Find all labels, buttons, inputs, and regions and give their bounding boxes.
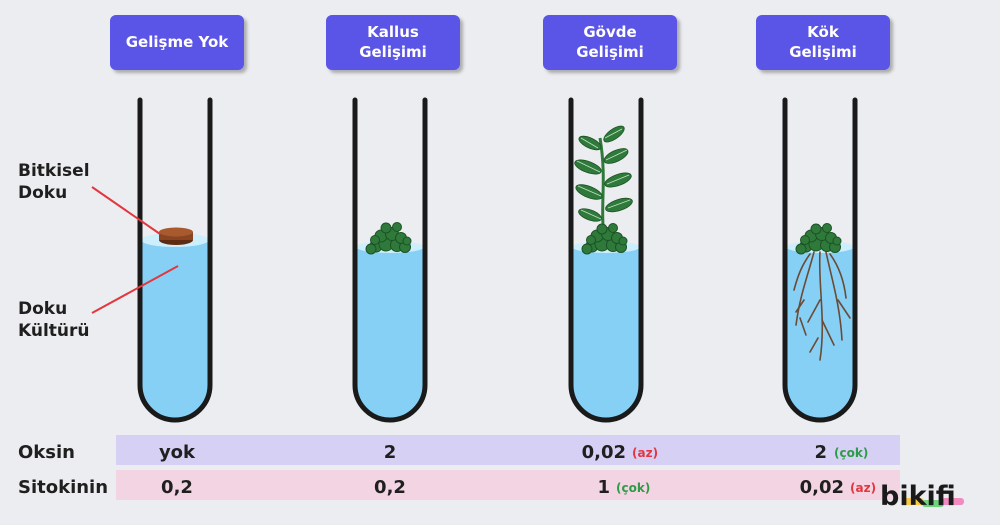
culture-liquid [141,238,209,419]
test-tube-4 [782,97,858,423]
title-2-line-2: Gelişimi [359,43,427,61]
oksin-qualifier-4: (çok) [834,446,868,460]
tube-glass [568,97,644,423]
culture-liquid [356,245,424,419]
title-3: Gövde Gelişimi [543,15,677,70]
label-culture-line-2: Kültürü [18,321,90,341]
logo-text: bikifi [880,481,956,512]
sitokinin-value-3: 1 [597,477,610,498]
title-1: Gelişme Yok [110,15,244,70]
sitokinin-value-4: 0,02 [800,477,844,498]
test-tube-1 [137,97,213,423]
culture-liquid [572,245,640,419]
title-4: Kök Gelişimi [756,15,890,70]
roots [793,251,851,361]
callus-mass [795,223,842,255]
oksin-value-4: 2 [814,442,827,463]
callus-mass [365,222,412,255]
title-2-line-1: Kallus [367,23,419,41]
sitokinin-row-bg [116,470,900,500]
label-tissue-line-1: Bitkisel [18,161,90,181]
title-4-line-1: Kök [807,23,840,41]
tissue-piece [159,227,193,245]
tissue-pointer-line [91,186,161,235]
bikifi-logo: bikifi [880,481,964,512]
test-tube-3 [568,97,644,423]
tube-glass [352,97,428,423]
sitokinin-qualifier-4: (az) [850,481,876,495]
tube-glass [782,97,858,423]
title-1-line-1: Gelişme Yok [126,33,230,51]
title-2: Kallus Gelişimi [326,15,460,70]
title-3-line-2: Gelişimi [576,43,644,61]
oksin-value-2: 2 [384,442,397,463]
test-tube-2 [352,97,428,423]
oksin-value-1: yok [159,442,196,463]
label-culture-line-1: Doku [18,299,67,319]
shoot [574,125,633,237]
title-4-line-2: Gelişimi [789,43,857,61]
sitokinin-row-label: Sitokinin [18,477,108,498]
oksin-value-3: 0,02 [582,442,626,463]
sitokinin-value-2: 0,2 [374,477,406,498]
label-tissue-line-2: Doku [18,183,67,203]
tube-glass [137,97,213,423]
oksin-row-label: Oksin [18,442,75,463]
title-3-line-1: Gövde [583,23,636,41]
sitokinin-value-1: 0,2 [161,477,193,498]
sitokinin-qualifier-3: (çok) [616,481,650,495]
oksin-qualifier-3: (az) [632,446,658,460]
culture-pointer-line [91,265,179,314]
callus-mass [581,223,628,255]
oksin-row-bg [116,435,900,465]
